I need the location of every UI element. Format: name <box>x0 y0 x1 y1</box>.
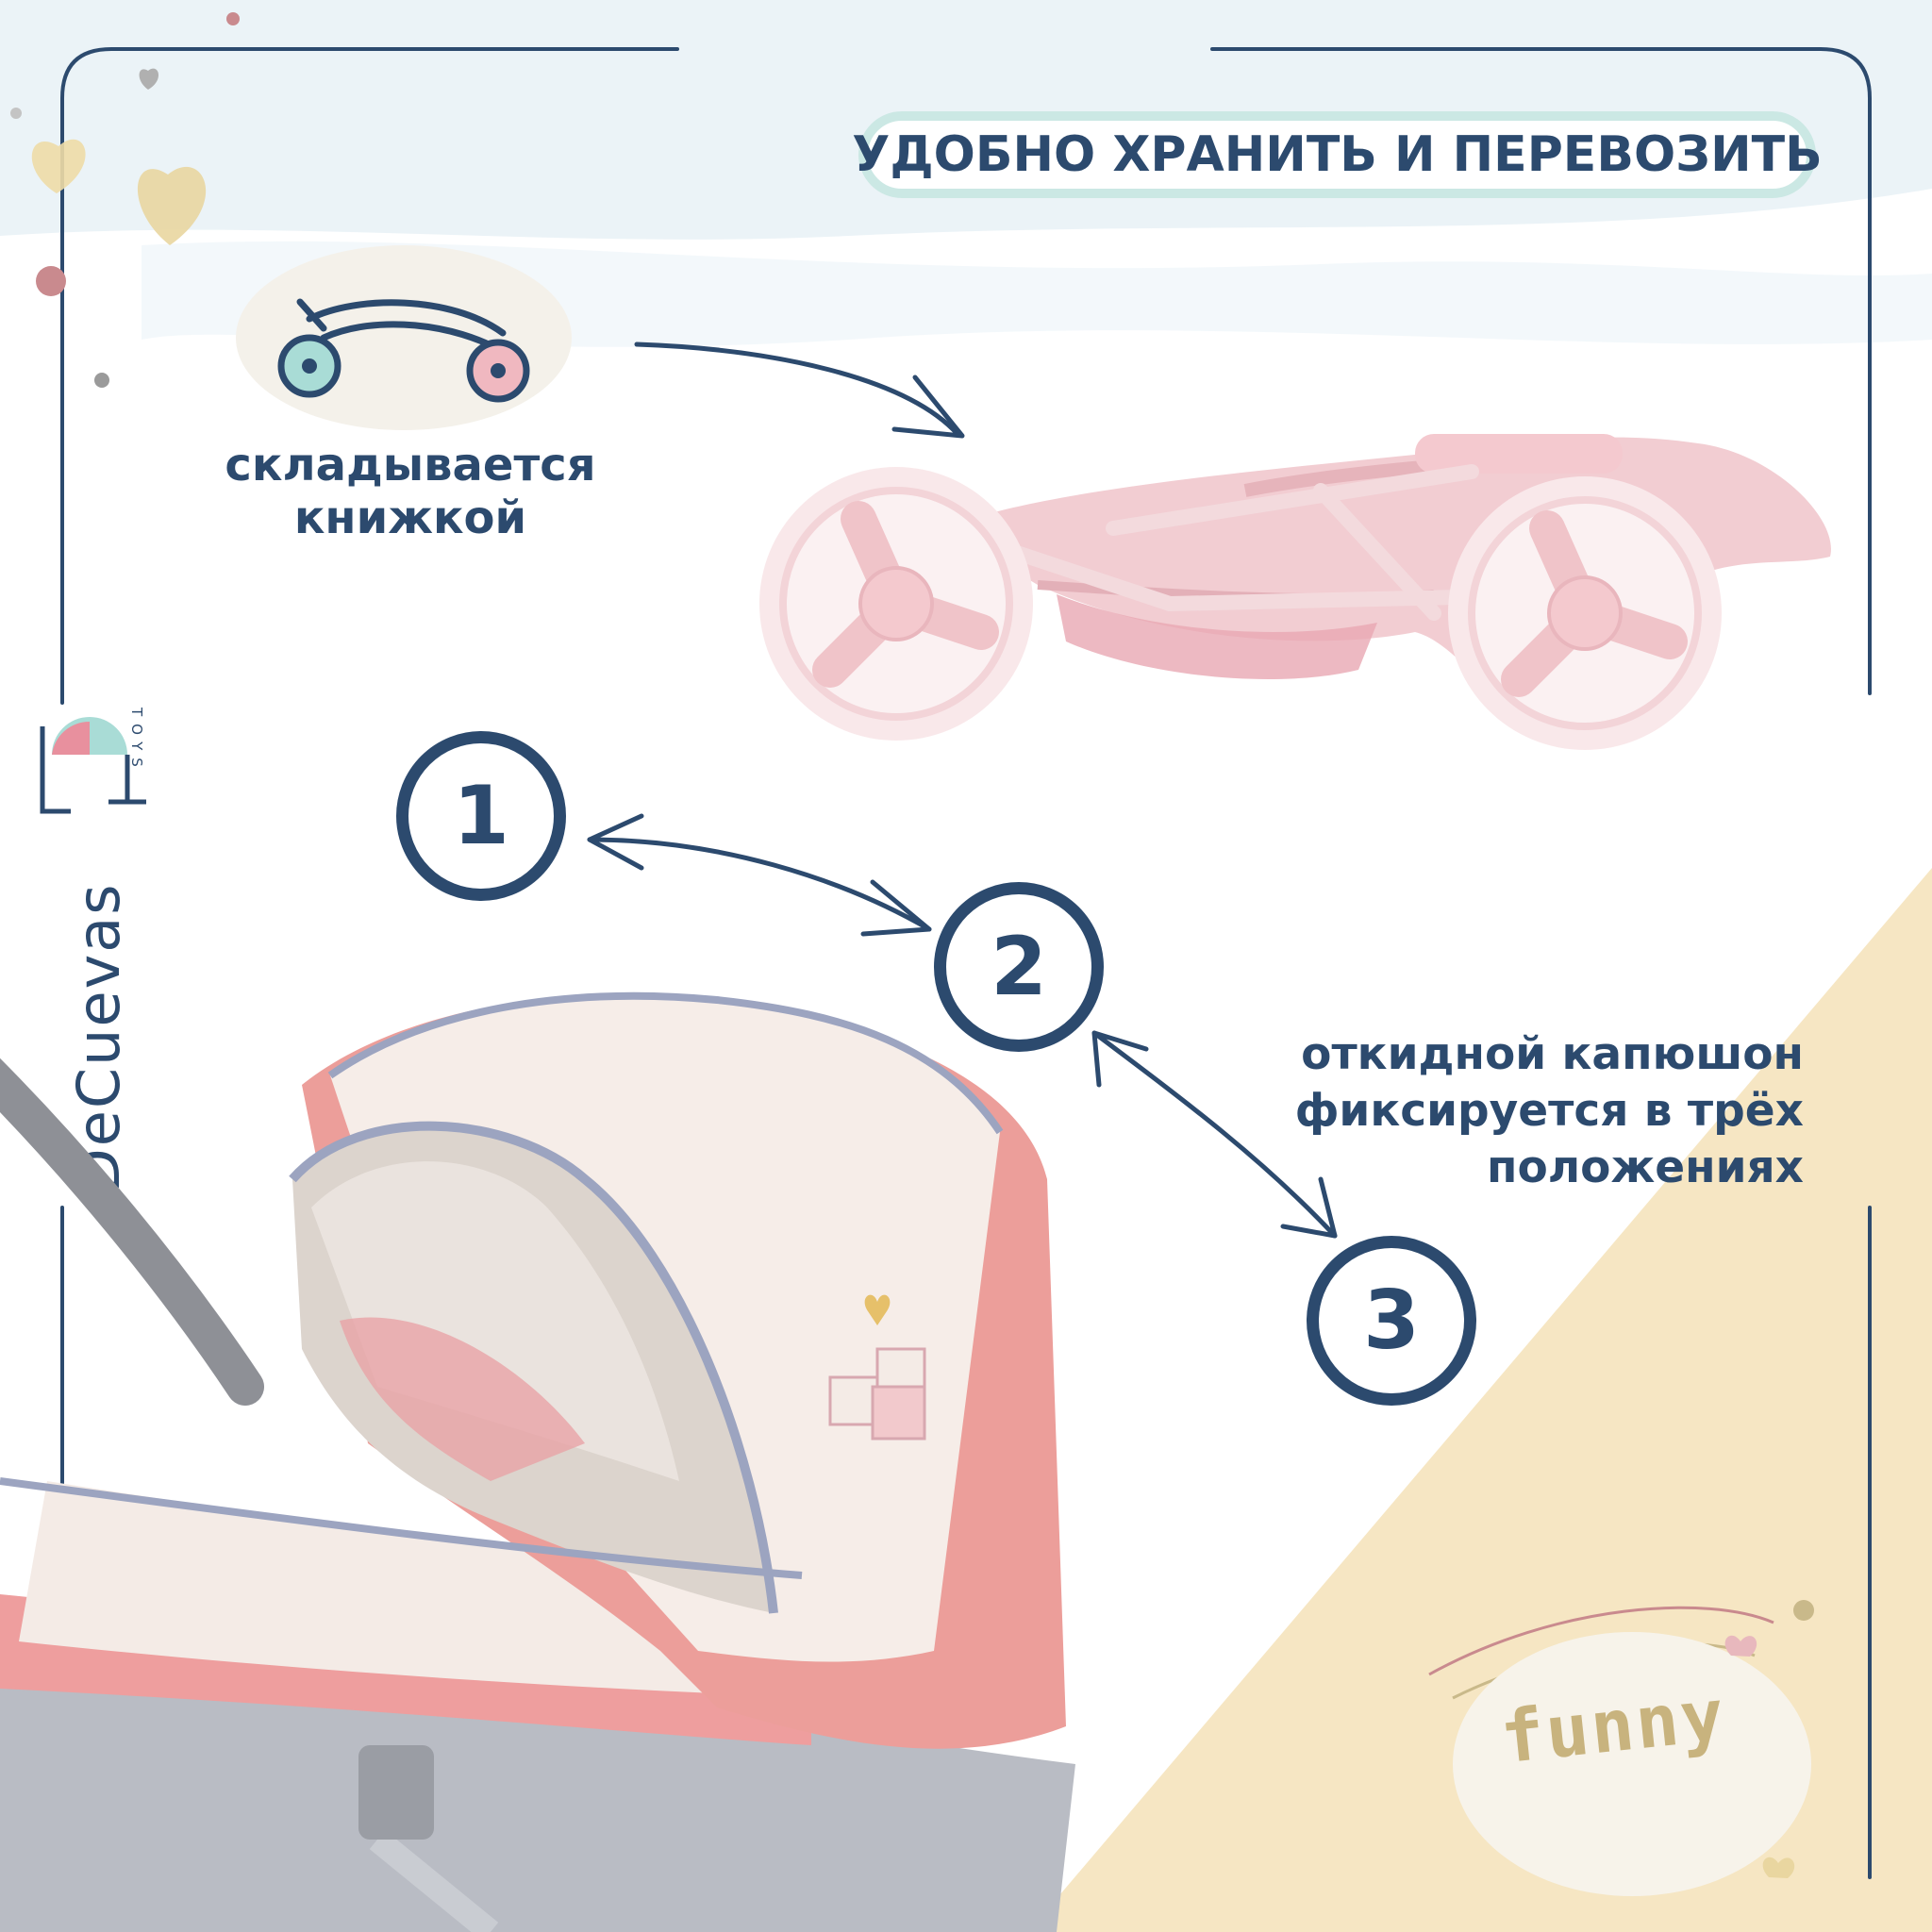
hood-feature-label: откидной капюшон фиксируется в трёх поло… <box>1170 1026 1804 1196</box>
folded-stroller-image <box>759 434 1831 750</box>
hood-label-line1: откидной капюшон <box>1301 1028 1804 1080</box>
headline-banner: УДОБНО ХРАНИТЬ И ПЕРЕВОЗИТЬ <box>852 111 1823 198</box>
funny-badge <box>1453 1632 1811 1896</box>
pram-hood-image <box>0 991 1075 1932</box>
folded-stroller-icon <box>236 245 572 430</box>
hood-label-line2: фиксируется в трёх <box>1294 1085 1804 1137</box>
brand-sub: TOYS <box>128 708 145 774</box>
step-1-circle: 1 <box>396 731 566 901</box>
step-3-circle: 3 <box>1307 1236 1476 1406</box>
fold-feature-label: складывается книжкой <box>203 439 618 544</box>
hood-label-line3: положениях <box>1486 1141 1804 1193</box>
fold-label-line1: складывается <box>225 439 596 491</box>
headline-text: УДОБНО ХРАНИТЬ И ПЕРЕВОЗИТЬ <box>852 126 1823 183</box>
brand-logo-icon <box>40 717 146 814</box>
fold-label-line2: книжкой <box>293 491 527 544</box>
